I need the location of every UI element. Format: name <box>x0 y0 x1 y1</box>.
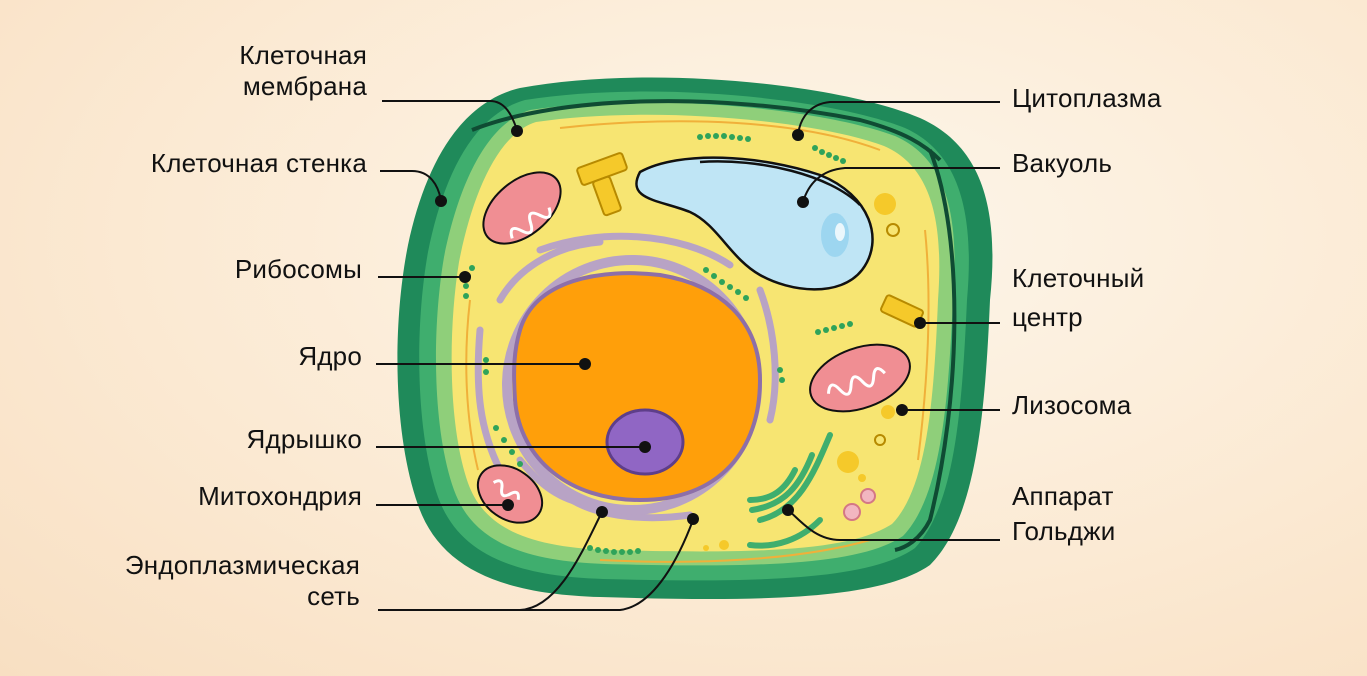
label-endoplasmic-reticulum: Эндоплазмическая сеть <box>125 550 360 612</box>
label-vacuole: Вакуоль <box>1012 148 1112 179</box>
label-cell-membrane-line1: Клеточная <box>239 40 367 70</box>
label-nucleolus: Ядрышко <box>247 424 362 455</box>
vacuole <box>635 156 874 291</box>
label-vacuole-text: Вакуоль <box>1012 148 1113 178</box>
label-ribosomes: Рибосомы <box>235 254 362 285</box>
pointer-er-1 <box>378 511 603 611</box>
label-cell-membrane: Клеточная мембрана <box>239 40 367 102</box>
label-lysosome-text: Лизосома <box>1012 390 1132 420</box>
label-nucleus-text: Ядро <box>298 341 362 371</box>
lysosomes <box>703 193 900 551</box>
centrosome-top <box>576 152 628 217</box>
mitochondrion-bottom <box>476 464 544 524</box>
label-centrosome: Клеточный центр <box>1012 263 1144 333</box>
label-nucleolus-text: Ядрышко <box>246 424 362 454</box>
label-ribosomes-text: Рибосомы <box>234 254 362 284</box>
label-cell-membrane-line2: мембрана <box>242 71 367 101</box>
mitochondrion-top <box>482 171 562 245</box>
label-centrosome-line1: Клеточный <box>1012 263 1145 293</box>
label-cytoplasm: Цитоплазма <box>1012 83 1162 114</box>
ribosomes <box>463 133 853 555</box>
label-centrosome-line2: центр <box>1012 302 1083 332</box>
label-mitochondrion-text: Митохондрия <box>198 481 362 511</box>
label-cell-wall: Клеточная стенка <box>151 148 367 179</box>
label-er-line2: сеть <box>307 581 360 611</box>
pointer-er-2 <box>378 519 694 611</box>
mitochondrion-right <box>809 343 911 413</box>
golgi-apparatus <box>747 432 833 549</box>
nucleus <box>512 271 763 503</box>
label-golgi-line2: Гольджи <box>1012 516 1116 546</box>
label-cell-wall-text: Клеточная стенка <box>150 148 367 178</box>
label-lysosome: Лизосома <box>1012 390 1131 421</box>
label-golgi: Аппарат Гольджи <box>1012 481 1115 547</box>
label-mitochondrion: Митохондрия <box>198 481 362 512</box>
label-nucleus: Ядро <box>298 341 362 372</box>
pointer-dots <box>435 125 926 525</box>
label-er-line1: Эндоплазмическая <box>124 550 360 580</box>
label-cytoplasm-text: Цитоплазма <box>1012 83 1162 113</box>
label-golgi-line1: Аппарат <box>1012 481 1114 511</box>
